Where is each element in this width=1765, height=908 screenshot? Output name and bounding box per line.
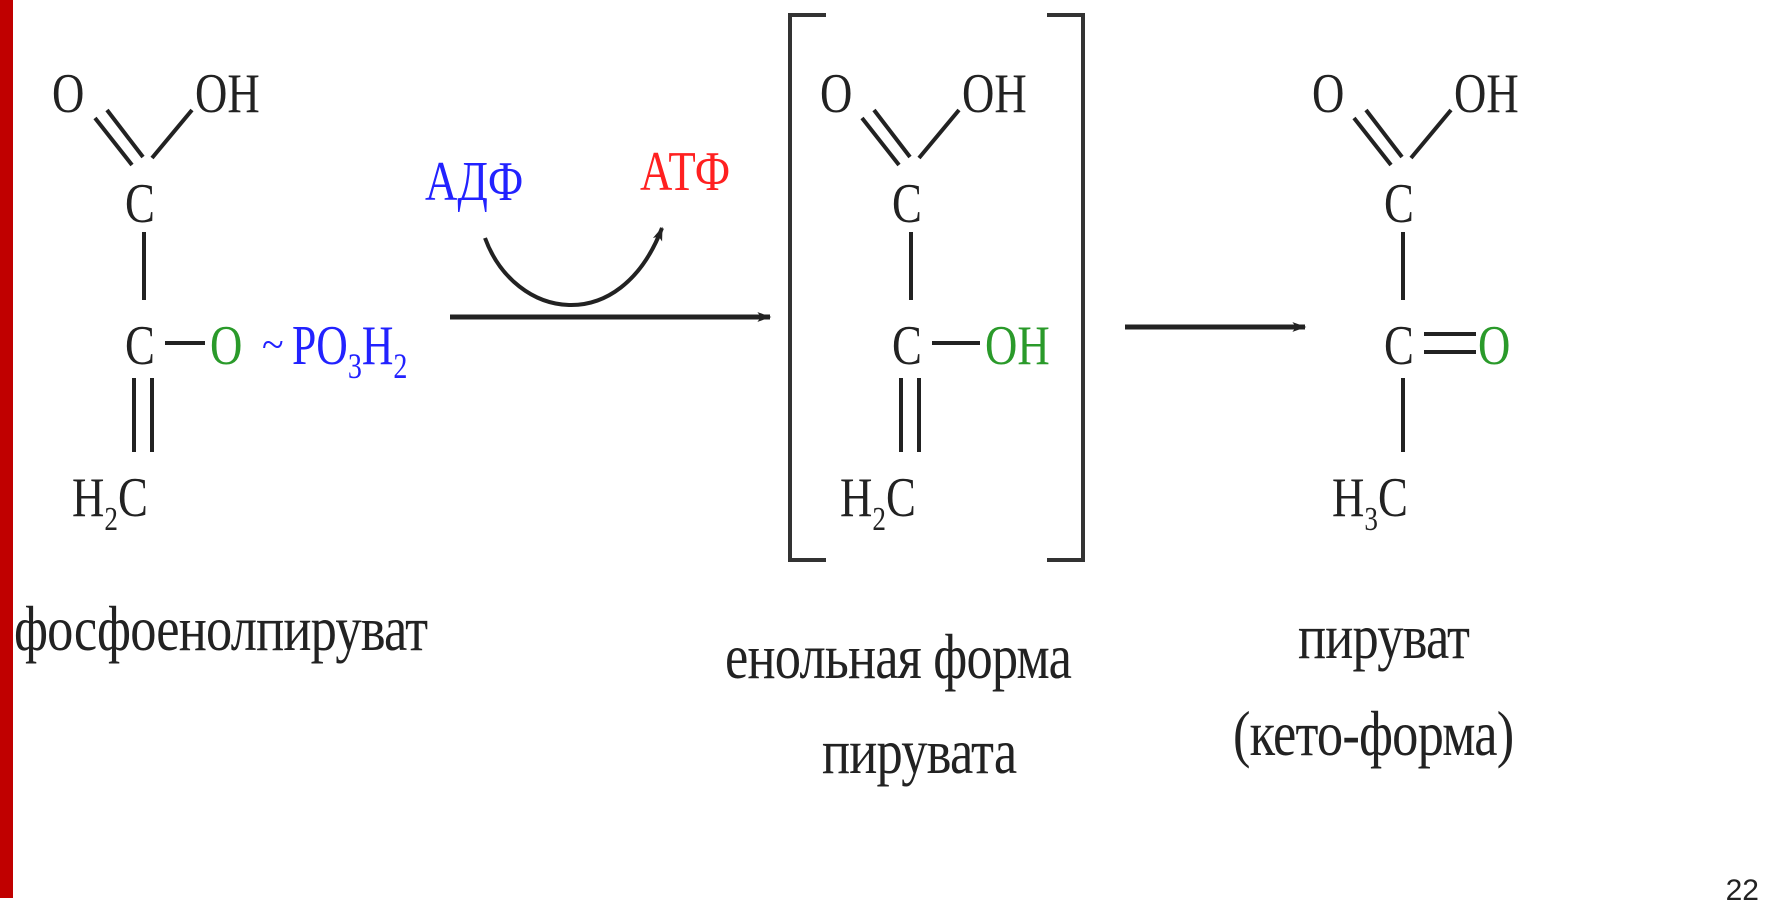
label-enol-form-line1: енольная форма — [725, 621, 1072, 692]
atom-o: O — [52, 62, 84, 124]
group-h2c: H2C — [840, 466, 916, 537]
label-phosphoenolpyruvate: фосфоенолпируват — [14, 593, 428, 664]
atom-o: O — [1312, 62, 1344, 124]
reagent-adp: АДФ — [425, 150, 523, 212]
tilde-bond: ~ — [262, 322, 284, 367]
bond-double-co — [1352, 116, 1393, 167]
curved-arrow — [483, 226, 664, 307]
atom-oh: OH — [195, 62, 260, 124]
bond-double-co — [93, 116, 134, 167]
atom-c-central: C — [1384, 314, 1414, 376]
atom-o-green: O — [210, 314, 242, 376]
molecule-pyruvate: O OH C C O H3C — [1312, 62, 1519, 537]
atom-oh: OH — [962, 62, 1027, 124]
group-h2c: H2C — [72, 466, 148, 537]
bond-double-co-2 — [872, 108, 912, 159]
atom-c-carboxyl: C — [1384, 172, 1414, 234]
bracket-right — [1047, 13, 1085, 562]
group-po3h2: PO3H2 — [292, 314, 407, 386]
atom-o-green: O — [1478, 314, 1510, 376]
page-number: 22 — [1725, 874, 1759, 907]
atom-o: O — [820, 62, 852, 124]
atom-c-carboxyl: C — [892, 172, 922, 234]
bond-c-oh — [917, 108, 961, 160]
label-pyruvate-line2: (кето-форма) — [1233, 698, 1514, 769]
bond-double-co-2 — [1364, 108, 1404, 159]
accent-bar — [0, 0, 13, 898]
label-enol-form-line2: пирувата — [822, 716, 1017, 787]
reagent-atp: АТФ — [640, 140, 730, 202]
group-h3c: H3C — [1332, 466, 1408, 537]
reaction-arrow-1: АДФ АТФ — [425, 140, 772, 322]
atom-oh-green: OH — [985, 314, 1050, 376]
molecule-phosphoenolpyruvate: O OH C C O ~ PO3H2 H2C — [52, 62, 407, 537]
bond-c-oh — [150, 108, 194, 160]
atom-c-central: C — [892, 314, 922, 376]
molecule-enol-pyruvate: O OH C C OH H2C — [820, 62, 1050, 537]
bond-double-co-2 — [105, 108, 145, 159]
bond-c-oh — [1409, 108, 1453, 160]
atom-oh: OH — [1454, 62, 1519, 124]
enol-brackets — [788, 13, 1085, 562]
bond-double-co — [860, 116, 901, 167]
atom-c-central: C — [125, 314, 155, 376]
label-pyruvate-line1: пируват — [1298, 601, 1470, 672]
bracket-left — [788, 13, 826, 562]
atom-c-carboxyl: C — [125, 172, 155, 234]
